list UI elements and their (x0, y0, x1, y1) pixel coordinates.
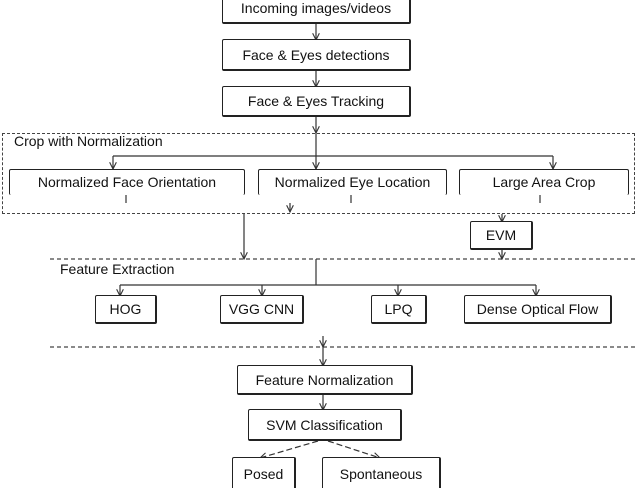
evm-node: EVM (470, 221, 533, 250)
arrow-svm-to-posed (260, 440, 319, 458)
vgg-cnn-node: VGG CNN (220, 295, 304, 324)
arrow-svm-to-spontaneous (327, 440, 380, 458)
svm-classification-node: SVM Classification (248, 409, 402, 441)
dense-optical-flow-node: Dense Optical Flow (464, 295, 612, 324)
incoming-images-node: Incoming images/videos (222, 0, 411, 24)
lpq-node: LPQ (371, 295, 427, 324)
hog-node: HOG (95, 295, 157, 324)
spontaneous-node: Spontaneous (322, 457, 441, 488)
feature-extraction-label: Feature Extraction (60, 261, 175, 277)
feature-normalization-node: Feature Normalization (237, 365, 413, 395)
face-eyes-tracking-node: Face & Eyes Tracking (222, 86, 411, 117)
large-area-crop-node: Large Area Crop (459, 169, 629, 195)
normalized-face-orientation-node: Normalized Face Orientation (9, 169, 245, 195)
crop-with-normalization-label: Crop with Normalization (14, 133, 163, 149)
crop-with-normalization-group (2, 133, 635, 214)
face-eyes-detection-node: Face & Eyes detections (222, 39, 411, 71)
posed-node: Posed (232, 457, 296, 488)
normalized-eye-location-node: Normalized Eye Location (258, 169, 447, 195)
